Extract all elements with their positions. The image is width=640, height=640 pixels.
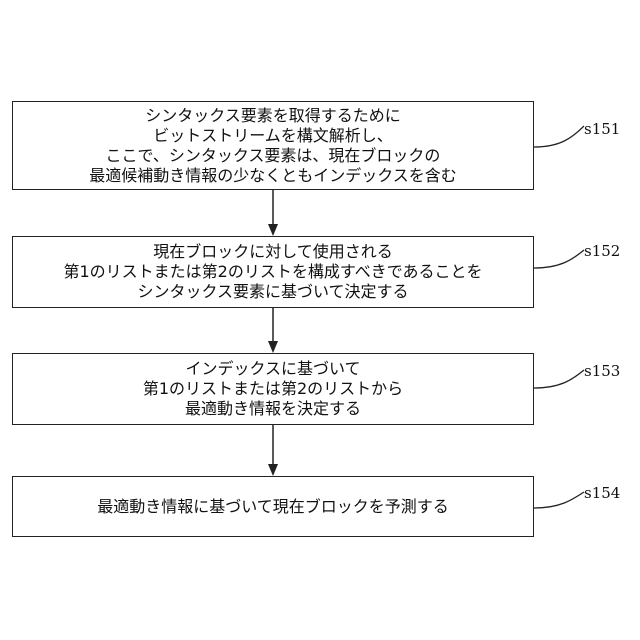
arrowhead-icon — [268, 341, 278, 353]
arrowhead-icon — [268, 224, 278, 236]
leader-line-s152 — [534, 250, 584, 268]
arrowhead-icon — [268, 464, 278, 476]
leader-line-s154 — [534, 492, 584, 508]
leader-line-s153 — [534, 370, 584, 388]
leader-line-s151 — [534, 126, 584, 147]
